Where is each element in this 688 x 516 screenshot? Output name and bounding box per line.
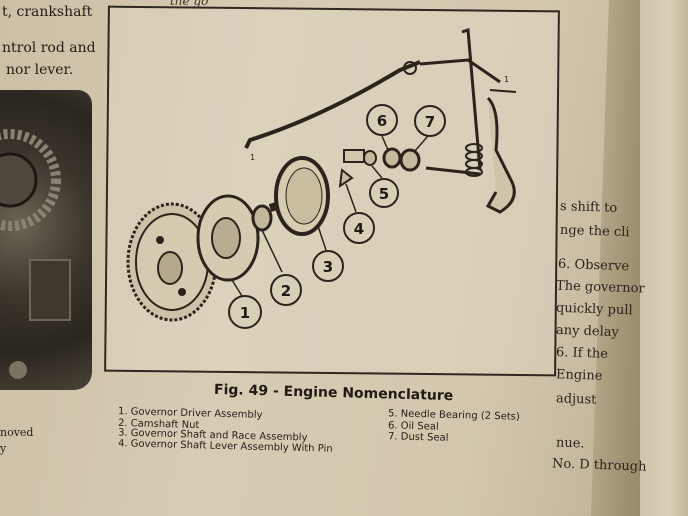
- rod-label-1: 1: [250, 153, 255, 162]
- governor-driver-disc: [196, 194, 260, 282]
- callout-7: 7: [414, 105, 446, 137]
- leader-lines: [231, 135, 429, 297]
- callout-5: 5: [369, 178, 399, 208]
- left-text-line-1: t, crankshaft: [2, 4, 93, 20]
- governor-spring: [465, 143, 483, 177]
- rod-label-2: 1: [504, 75, 509, 84]
- svg-text:7: 7: [425, 113, 435, 131]
- callout-1: 1: [228, 295, 262, 329]
- svg-text:5: 5: [379, 185, 389, 203]
- callout-4: 4: [343, 212, 375, 244]
- lever-arm: [485, 96, 516, 214]
- callout-2: 2: [270, 274, 302, 306]
- dust-seal: [399, 148, 421, 172]
- svg-text:2: 2: [281, 282, 291, 300]
- top-partial-text: the go: [170, 0, 209, 8]
- lever-link: [419, 58, 501, 84]
- lever-shaft: [425, 166, 481, 176]
- shaft-lever-with-pin: [338, 149, 365, 189]
- svg-text:6: 6: [377, 112, 387, 130]
- cam-gear: [126, 202, 218, 322]
- svg-text:3: 3: [323, 258, 333, 276]
- control-rod: [244, 60, 421, 149]
- legend-item-7: 7. Dust Seal: [387, 431, 449, 444]
- rod-spring: [403, 61, 417, 75]
- callout-3: 3: [312, 250, 344, 282]
- engine-photo: [0, 90, 92, 390]
- governor-shaft-race: [268, 156, 330, 236]
- engine-photo-art: [0, 129, 71, 379]
- callout-6: 6: [366, 104, 398, 136]
- left-text-line-2: ntrol rod and: [2, 40, 96, 56]
- left-bottom-text-2: y: [0, 442, 7, 455]
- next-page-edge: [640, 0, 688, 516]
- left-bottom-text-1: noved: [0, 426, 34, 439]
- governor-lever: [461, 27, 482, 171]
- oil-seal: [382, 147, 402, 169]
- svg-text:1: 1: [240, 304, 250, 322]
- needle-bearing: [363, 150, 377, 166]
- left-text-line-3: nor lever.: [6, 62, 74, 78]
- svg-text:4: 4: [354, 220, 364, 238]
- camshaft-nut: [251, 204, 273, 232]
- lever-screw: [489, 89, 517, 93]
